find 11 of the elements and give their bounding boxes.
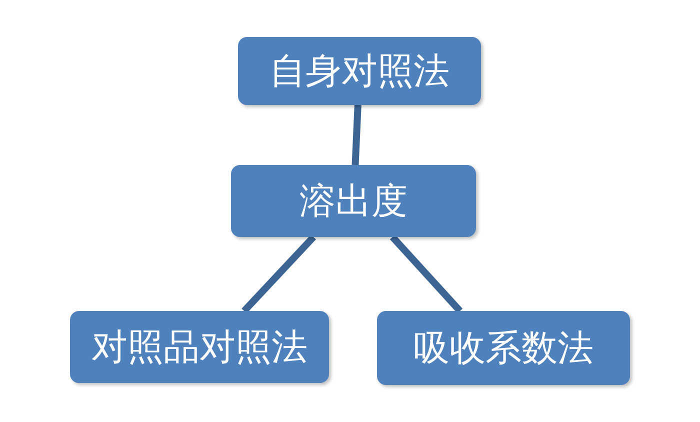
process-box	[238, 37, 481, 105]
node-label: 溶出度	[300, 180, 408, 224]
connector-line	[352, 104, 362, 166]
node-label: 自身对照法	[270, 50, 450, 94]
node-label: 吸收系数法	[414, 326, 594, 370]
node-label: 对照品对照法	[92, 326, 308, 370]
connector-line	[390, 234, 463, 314]
process-box	[377, 311, 630, 385]
process-box	[70, 311, 329, 383]
process-box	[231, 165, 476, 237]
connector-line	[242, 234, 316, 314]
